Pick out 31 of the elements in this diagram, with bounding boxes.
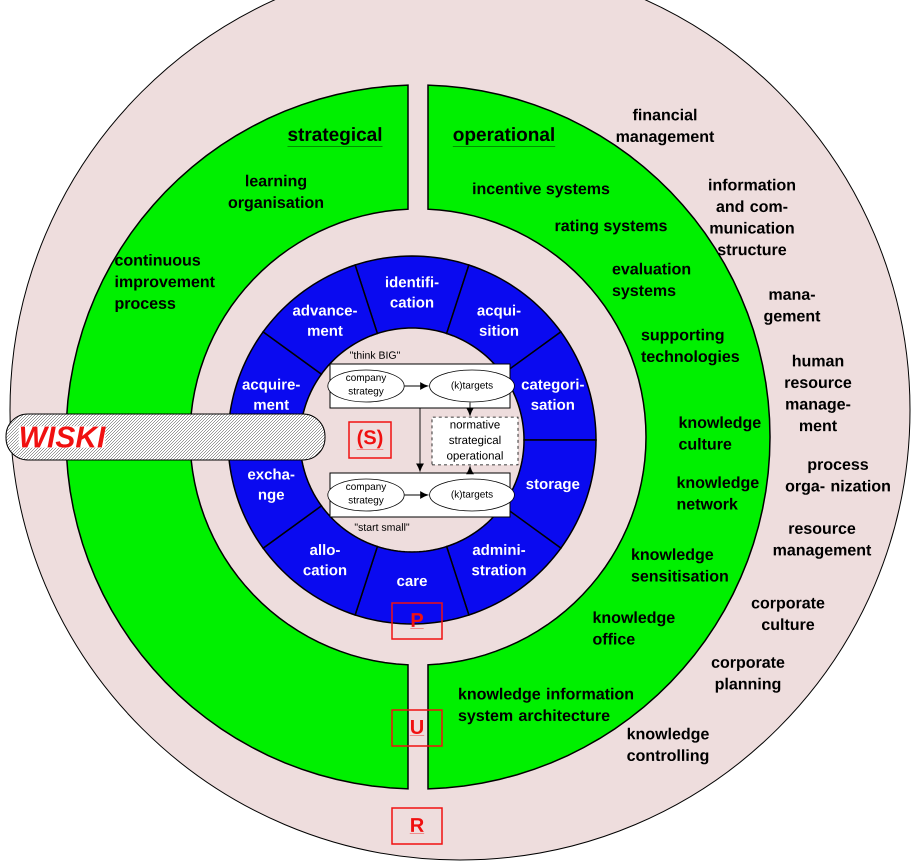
ring-label: corporate planning [712,657,784,693]
letter-box: U [391,709,443,747]
arrow [404,491,428,499]
letter-box: (S) [348,421,392,459]
heading: strategical [287,127,383,146]
ring-label: knowledge sensitisation [632,548,728,582]
ring-label: mana- gement [764,291,820,325]
hatched-bar: WISKI [6,414,326,460]
ring-label: knowledge culture [679,416,761,450]
arrow [416,408,424,472]
ring-label: learning organisation [228,174,324,212]
ring-label: information and com- munication structure [709,178,795,256]
ring-label: supporting technologies [641,328,740,366]
ring-label: knowledge network [678,476,759,510]
ring-label: knowledge controlling [627,728,709,764]
note-box: normative strategical operational [432,416,518,466]
heading: operational [452,127,556,146]
ring-label: human resource manage- ment [785,354,852,432]
ring-label: financial management [616,108,714,146]
ring-segment: acqui- sition [446,264,562,376]
arrow [466,466,474,474]
ring-label: corporate culture [752,598,824,630]
arrow [466,402,474,416]
ring-label: rating systems [556,220,667,234]
ring-label: incentive systems [473,182,610,198]
ring-label: evaluation systems [612,262,690,300]
letter-box: R [391,807,443,845]
ring-label: process orga- nization [786,461,890,495]
arrow [404,382,428,390]
ring-label: continuous improvement process [115,254,215,312]
ring-label: knowledge office [593,611,675,645]
